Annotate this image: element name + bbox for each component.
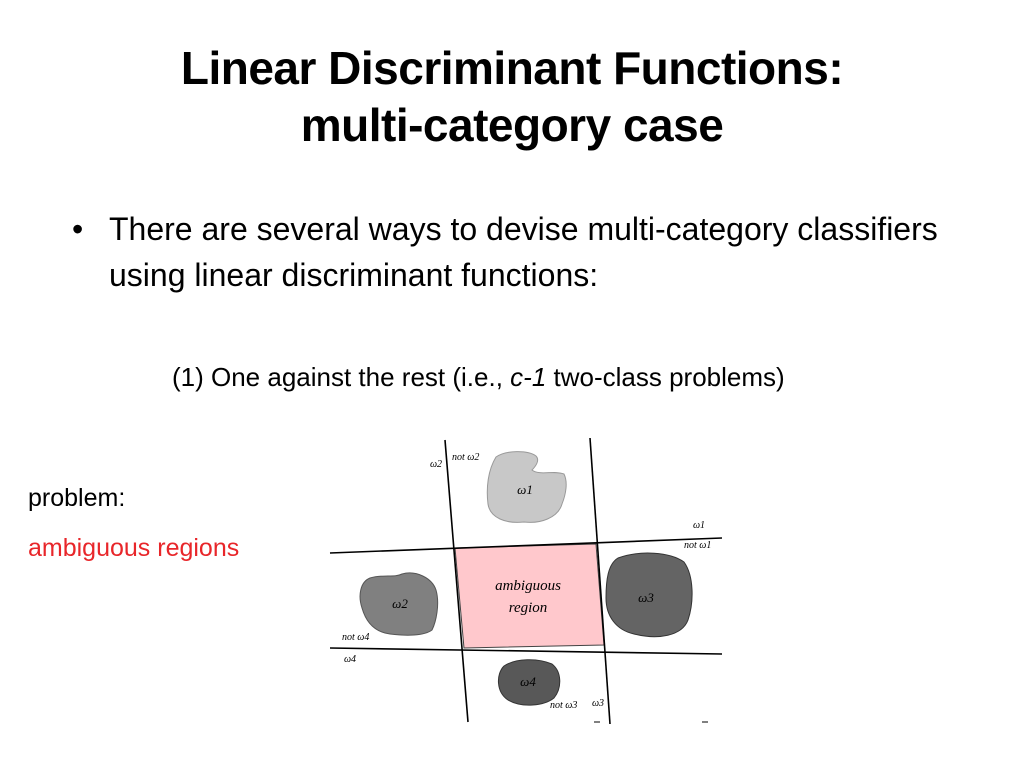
one-vs-rest-diagram: ambiguous region ω1 ω2 ω3 ω4 ω2 not ω2 ω… <box>329 437 723 725</box>
boundary-label-right-not-w1: not ω1 <box>684 540 711 551</box>
class-w2-blob <box>359 572 439 636</box>
method-c-var: c <box>510 362 524 392</box>
slide-title: Linear Discriminant Functions: multi-cat… <box>0 40 1024 154</box>
problem-label: problem: <box>28 484 126 512</box>
boundary-label-left-w4: ω4 <box>344 654 356 665</box>
class-w4-blob <box>498 659 561 706</box>
boundary-label-bottom-not-w3: not ω3 <box>550 700 577 711</box>
class-label-w4: ω4 <box>520 674 536 689</box>
class-label-w1: ω1 <box>517 482 533 497</box>
boundary-line-w3 <box>589 437 611 725</box>
class-label-w2: ω2 <box>392 596 408 611</box>
class-w1-blob <box>486 451 567 523</box>
boundary-line-w2 <box>444 439 469 723</box>
class-w3-blob <box>605 552 693 638</box>
title-line-2: multi-category case <box>300 99 724 151</box>
boundary-line-w4 <box>329 647 723 655</box>
boundary-label-right-w1: ω1 <box>693 520 705 531</box>
bullet-text: There are several ways to devise multi-c… <box>109 211 938 293</box>
bullet-marker: • <box>72 211 84 247</box>
ambiguous-regions-label: ambiguous regions <box>28 534 240 562</box>
ambiguous-region-label-2: region <box>509 600 548 616</box>
method-minus-one: -1 <box>523 362 547 392</box>
method-caption: (1) One against the rest (i.e., c-1 two-… <box>172 360 785 394</box>
method-prefix: (1) One against the rest (i.e., <box>172 362 511 392</box>
ambiguous-region <box>454 543 605 649</box>
boundary-label-top-w2: ω2 <box>430 459 442 470</box>
boundary-label-bottom-w3: ω3 <box>592 698 604 709</box>
title-line-1: Linear Discriminant Functions: <box>180 42 844 94</box>
boundary-label-left-not-w4: not ω4 <box>342 632 369 643</box>
method-suffix: two-class problems) <box>546 362 785 392</box>
class-label-w3: ω3 <box>638 590 654 605</box>
boundary-line-w1 <box>329 537 723 554</box>
boundary-label-top-not-w2: not ω2 <box>452 452 479 463</box>
ambiguous-region-label-1: ambiguous <box>495 578 561 594</box>
